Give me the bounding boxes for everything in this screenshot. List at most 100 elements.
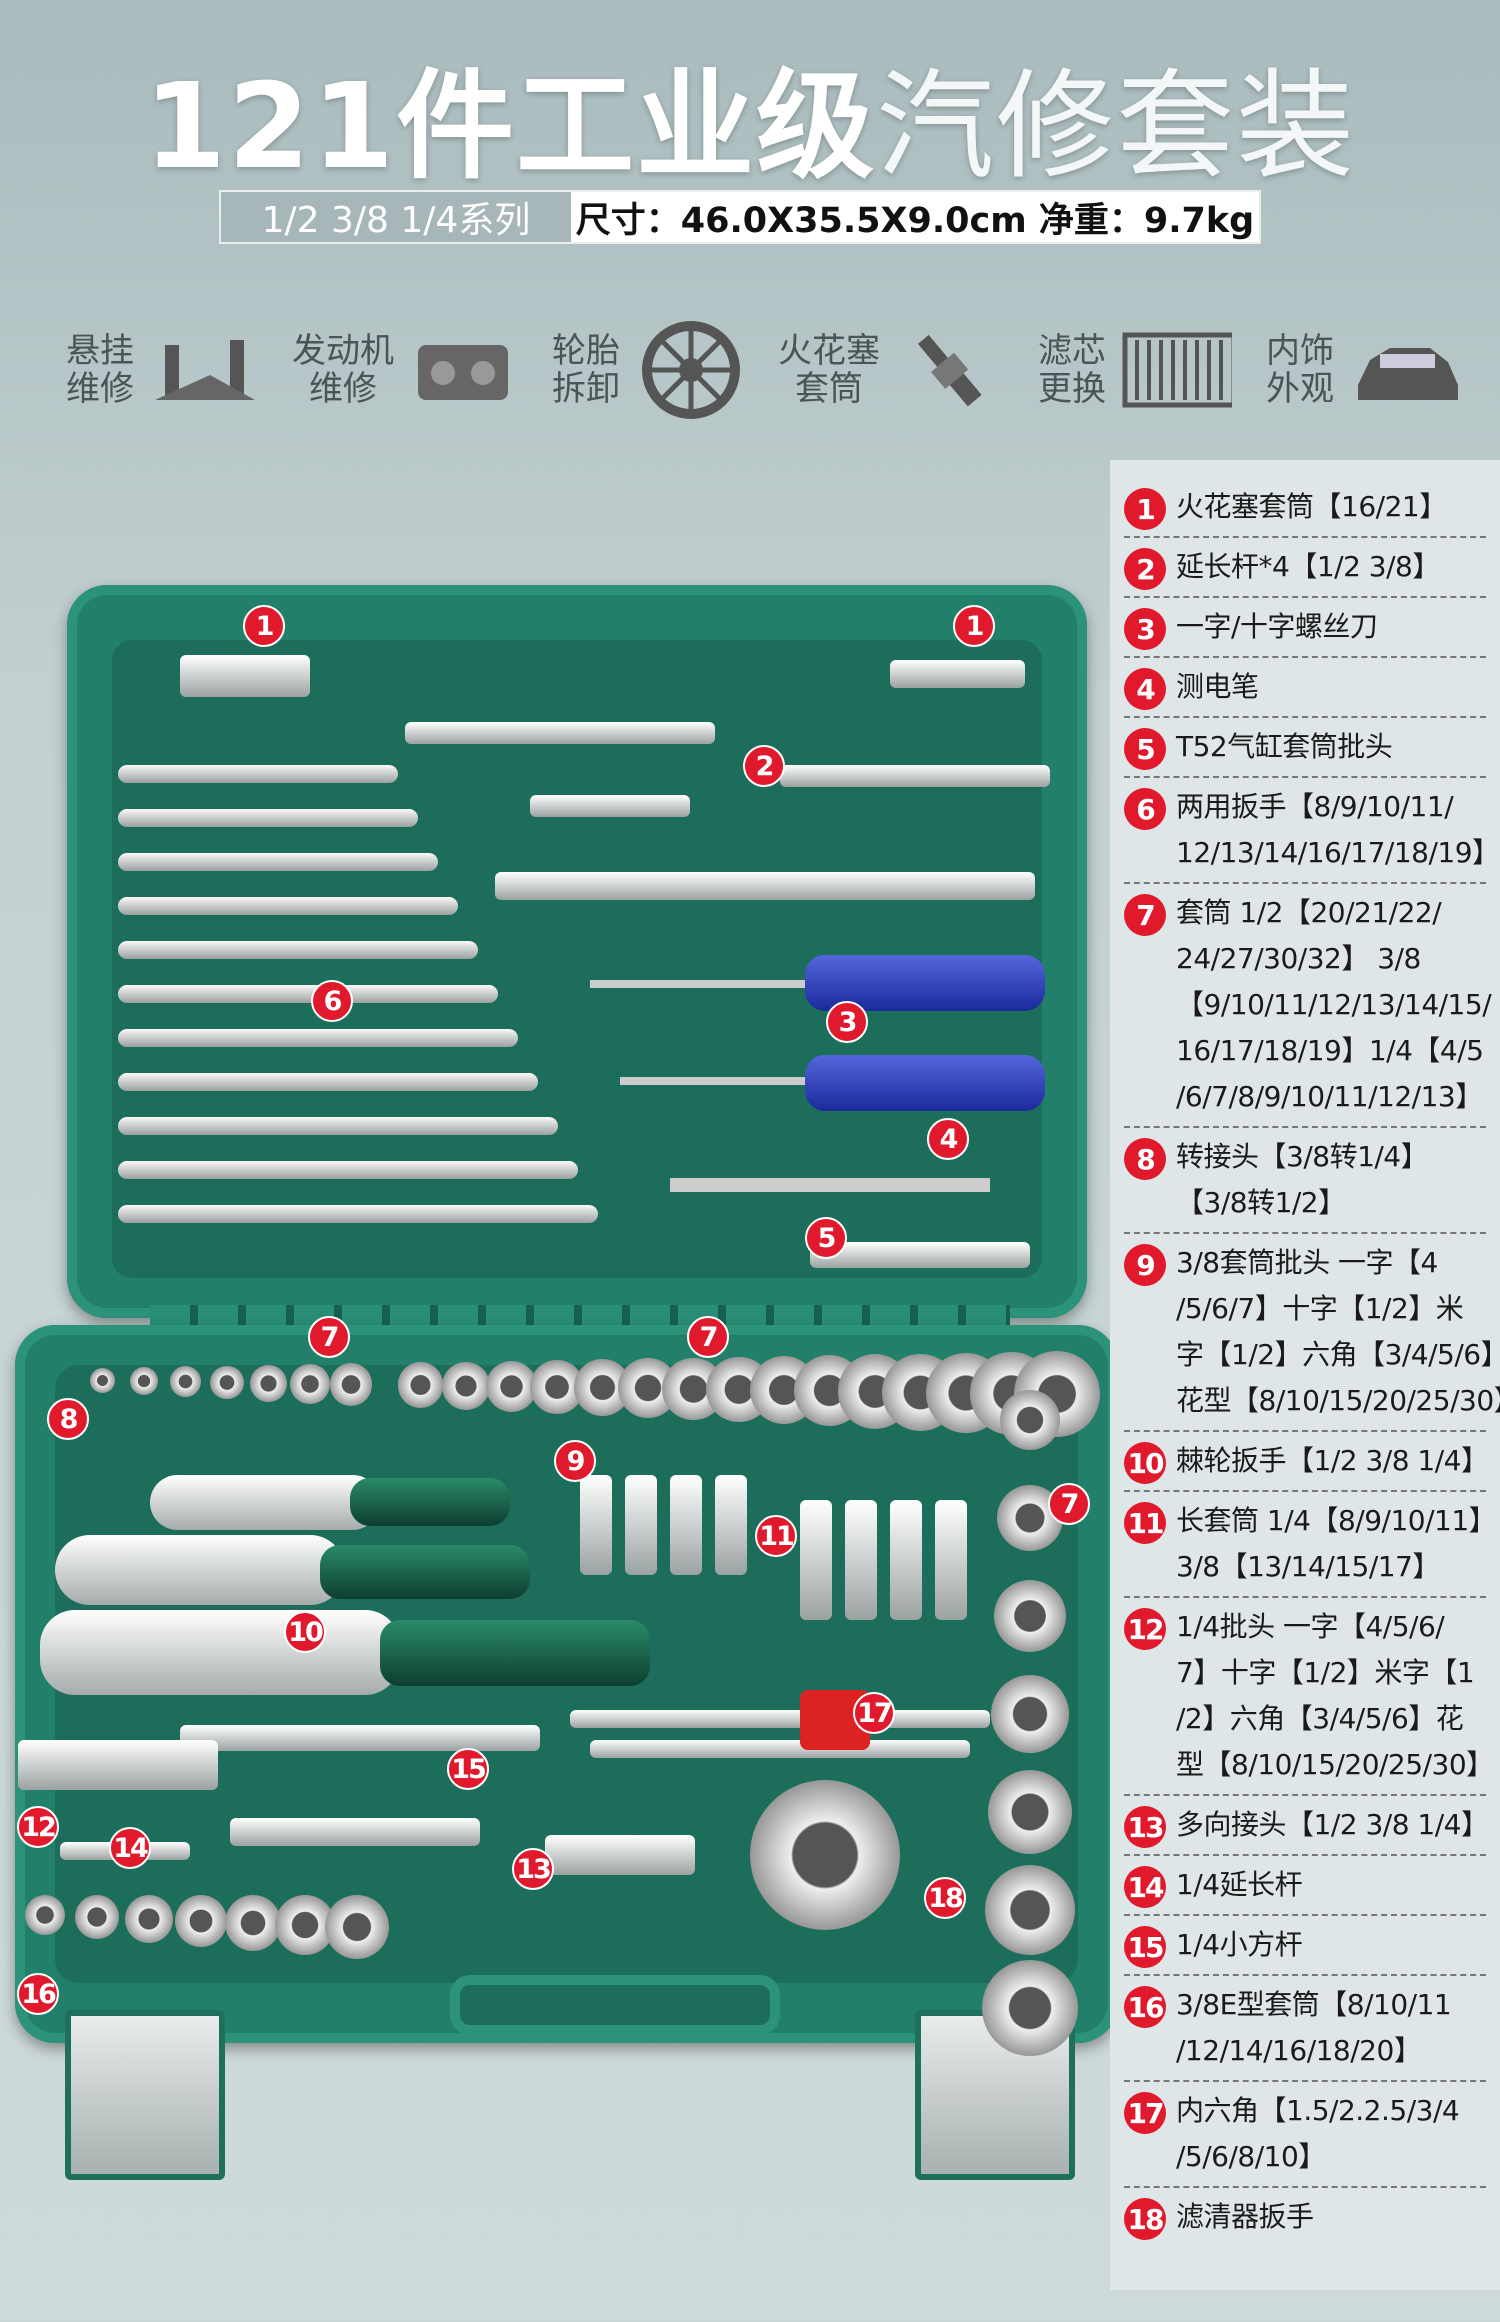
legend-number-badge: 9 (1124, 1244, 1166, 1286)
feature-label: 外观 (1266, 369, 1334, 409)
feature-label: 维修 (309, 369, 377, 409)
ratchet-wrench (40, 1610, 400, 1695)
legend-line: 7】十字【1/2】米字【1 (1176, 1656, 1475, 1689)
legend-text: 长套筒 1/4【8/9/10/11】 3/8【13/14/15/17】 (1176, 1498, 1497, 1590)
t52-bit (810, 1242, 1030, 1268)
combination-wrench (118, 765, 398, 783)
long-socket (800, 1500, 832, 1620)
socket (1000, 1390, 1060, 1450)
car-icon (1350, 323, 1460, 418)
callout-badge: 7 (308, 1316, 350, 1358)
socket (170, 1366, 201, 1398)
legend-number-badge: 6 (1124, 788, 1166, 830)
legend-number-badge: 3 (1124, 608, 1166, 650)
legend-line: 滤清器扳手 (1176, 2200, 1314, 2233)
feature-label: 维修 (66, 369, 134, 409)
legend-number-badge: 17 (1124, 2092, 1166, 2134)
feature-tire: 轮胎拆卸 (546, 321, 746, 419)
bit-holder (18, 1740, 218, 1790)
legend-line: 多向接头【1/2 3/8 1/4】 (1176, 1808, 1489, 1841)
legend-text: 延长杆*4【1/2 3/8】 (1176, 544, 1440, 590)
callout-badge: 18 (924, 1877, 966, 1919)
legend-line: 两用扳手【8/9/10/11/ (1176, 790, 1454, 823)
callout-badge: 9 (554, 1440, 596, 1482)
legend-line: 套筒 1/2【20/21/22/ (1176, 896, 1442, 929)
socket (982, 1960, 1078, 2056)
spark-plug-icon (894, 323, 1004, 418)
legend-text: T52气缸套筒批头 (1176, 724, 1393, 770)
socket (210, 1365, 244, 1400)
callout-badge: 16 (17, 1973, 59, 2015)
spec-bar: 1/2 3/8 1/4系列 尺寸：46.0X35.5X9.0cm 净重：9.7k… (219, 190, 1261, 244)
legend-number-badge: 5 (1124, 728, 1166, 770)
combination-wrench (118, 985, 498, 1003)
spark-plug-socket (180, 655, 310, 697)
feature-suspension: 悬挂维修 (60, 323, 260, 418)
e-socket (125, 1895, 173, 1943)
legend-number-badge: 2 (1124, 548, 1166, 590)
callout-badge: 2 (743, 745, 785, 787)
extension-bar (530, 795, 690, 817)
legend-line: 1/4批头 一字【4/5/6/ (1176, 1610, 1445, 1643)
socket (985, 1865, 1075, 1955)
legend-line: 火花塞套筒【16/21】 (1176, 490, 1447, 523)
legend-line: 16/17/18/19】1/4【4/5 (1176, 1034, 1484, 1067)
legend-line: /12/14/16/18/20】 (1176, 2034, 1422, 2067)
spinner-handle (180, 1725, 540, 1751)
ratchet-handle (320, 1545, 530, 1599)
long-socket (580, 1475, 612, 1575)
legend-number-badge: 12 (1124, 1608, 1166, 1650)
callout-badge: 3 (826, 1001, 868, 1043)
legend-line: /6/7/8/9/10/11/12/13】 (1176, 1080, 1483, 1113)
e-socket (325, 1895, 389, 1959)
title-bold: 121件工业级 (143, 57, 877, 195)
e-socket (25, 1895, 65, 1935)
feature-label: 悬挂 (66, 331, 134, 371)
callout-badge: 1 (953, 605, 995, 647)
combination-wrench (118, 1205, 598, 1223)
combination-wrench (118, 1029, 518, 1047)
callout-badge: 11 (755, 1515, 797, 1557)
series-label: 1/2 3/8 1/4系列 (221, 192, 571, 242)
legend-line: /5/6/8/10】 (1176, 2140, 1326, 2173)
callout-badge: 8 (47, 1398, 89, 1440)
screwdriver-shaft (620, 1077, 820, 1085)
legend-number-badge: 7 (1124, 894, 1166, 936)
feature-spark-plug: 火花塞套筒 (774, 323, 1004, 418)
feature-filter: 滤芯更换 (1032, 323, 1232, 418)
legend-line: 内六角【1.5/2.2.5/3/4 (1176, 2094, 1460, 2127)
legend-line: 一字/十字螺丝刀 (1176, 610, 1378, 643)
hex-key (590, 1740, 970, 1758)
feature-label: 轮胎 (552, 331, 620, 371)
legend-text: 棘轮扳手【1/2 3/8 1/4】 (1176, 1438, 1489, 1484)
long-socket (845, 1500, 877, 1620)
legend-number-badge: 15 (1124, 1926, 1166, 1968)
page-title: 121件工业级汽修套装 (0, 30, 1500, 201)
legend-line: 延长杆*4【1/2 3/8】 (1176, 550, 1440, 583)
feature-label: 内饰 (1266, 331, 1334, 371)
legend-number-badge: 8 (1124, 1138, 1166, 1180)
callout-badge: 5 (805, 1217, 847, 1259)
long-socket (670, 1475, 702, 1575)
long-socket (625, 1475, 657, 1575)
feature-label: 拆卸 (552, 369, 620, 409)
legend-line: 3/8套筒批头 一字【4 (1176, 1246, 1438, 1279)
legend-number-badge: 18 (1124, 2198, 1166, 2240)
ratchet-wrench (150, 1475, 380, 1530)
combination-wrench (118, 1161, 578, 1179)
dimensions-weight: 尺寸：46.0X35.5X9.0cm 净重：9.7kg (575, 200, 1255, 241)
socket (330, 1363, 373, 1406)
legend-item: 3 一字/十字螺丝刀 (1124, 598, 1486, 658)
legend-line: 24/27/30/32】 3/8 (1176, 942, 1421, 975)
engine-icon (408, 323, 518, 418)
long-socket (890, 1500, 922, 1620)
legend-text: 1/4小方杆 (1176, 1922, 1303, 1968)
callout-badge: 7 (687, 1316, 729, 1358)
callout-badge: 13 (512, 1848, 554, 1890)
legend-text: 内六角【1.5/2.2.5/3/4/5/6/8/10】 (1176, 2088, 1460, 2180)
